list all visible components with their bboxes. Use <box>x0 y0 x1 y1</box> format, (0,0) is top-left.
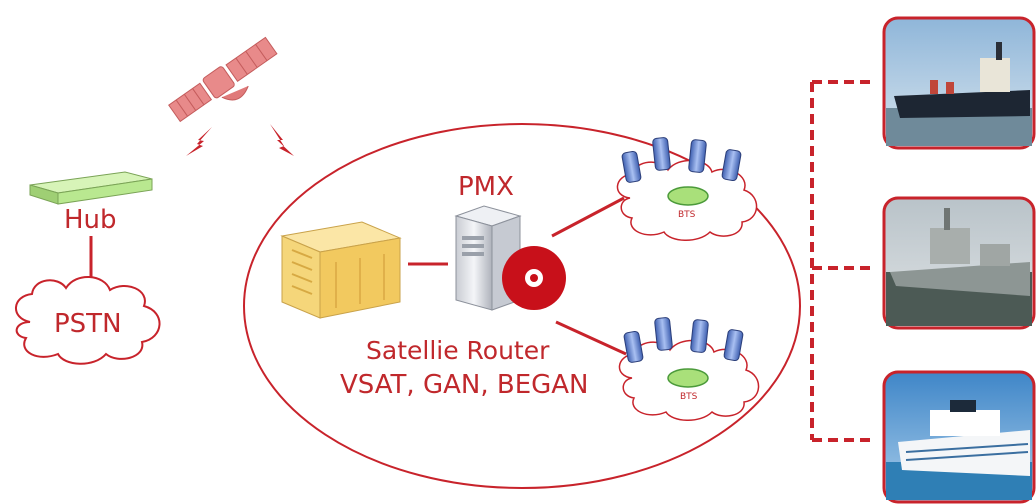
router-label-line2: VSAT, GAN, BEGAN <box>340 370 589 400</box>
vessel-thumb-cruise-ship <box>882 370 1036 504</box>
router-label-line1: Satellie Router <box>366 336 550 365</box>
bts-cloud-top <box>616 159 758 241</box>
satellite-router-boundary <box>243 123 801 489</box>
pstn-label: PSTN <box>54 309 122 339</box>
pmx-bts-top-link <box>551 196 625 238</box>
pmx-label: PMX <box>458 172 514 202</box>
vessel-thumb-naval-frigate <box>882 196 1036 330</box>
bts-cloud-bottom <box>618 339 760 421</box>
satellite-router-icon <box>280 221 402 319</box>
signal-bolt-icon <box>186 127 212 156</box>
mobile-phones-bottom <box>623 317 744 363</box>
hub-label: Hub <box>64 205 117 235</box>
bts-top-label: BTS <box>678 210 696 220</box>
satellite-icon <box>168 36 278 123</box>
hub-device-icon <box>29 171 153 205</box>
pmx-disc-icon <box>502 246 566 310</box>
pmx-bts-bottom-link <box>555 320 627 356</box>
bts-bottom-label: BTS <box>680 392 698 402</box>
signal-bolt-icon <box>270 124 294 156</box>
vessel-thumb-cargo-ship <box>882 16 1036 150</box>
pstn-cloud-icon <box>15 275 161 365</box>
vessel-bracket <box>810 80 870 442</box>
mobile-phones-top <box>621 137 742 183</box>
